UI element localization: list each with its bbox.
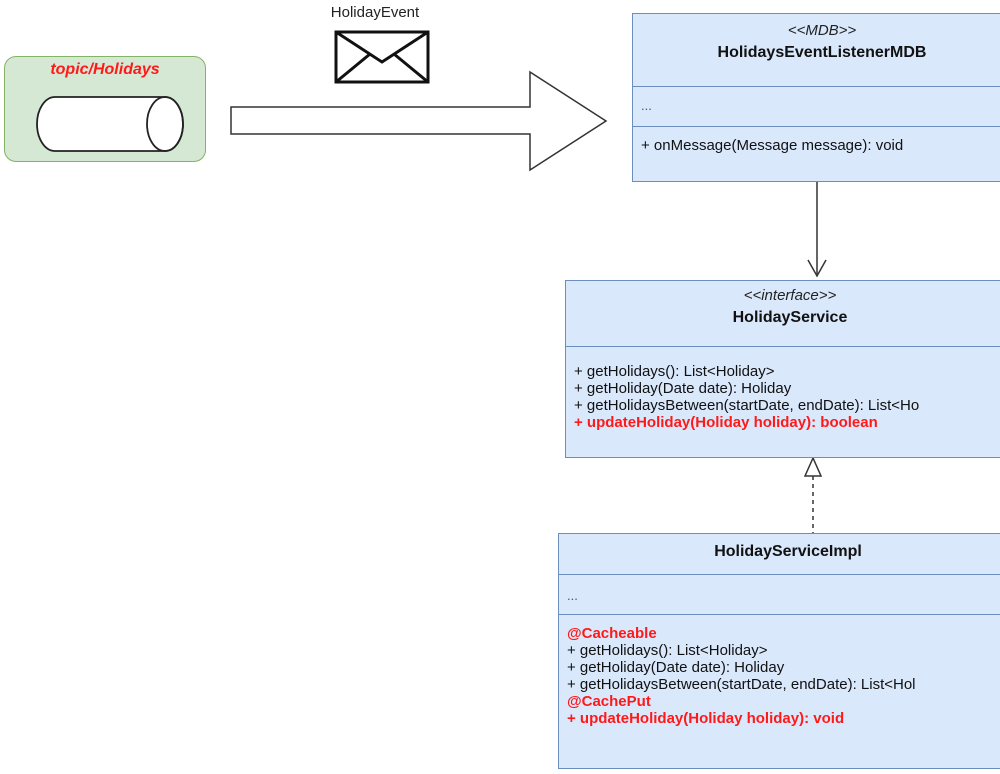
impl-operations: @Cacheable + getHolidays(): List<Holiday… bbox=[559, 614, 1000, 768]
mdb-attributes-ellipsis: ... bbox=[641, 98, 652, 113]
dependency-arrowhead bbox=[807, 259, 827, 278]
topic-label: topic/Holidays bbox=[50, 61, 160, 78]
service-operation-getholiday: + getHoliday(Date date): Holiday bbox=[574, 380, 792, 397]
queue-cylinder-icon bbox=[36, 96, 184, 152]
impl-attributes-ellipsis: ... bbox=[567, 588, 578, 603]
mdb-attributes: ... bbox=[633, 86, 1000, 126]
impl-annotation-cacheable: @Cacheable bbox=[567, 625, 657, 642]
mdb-operation-onmessage: + onMessage(Message message): void bbox=[641, 137, 904, 154]
impl-operation-getholiday: + getHoliday(Date date): Holiday bbox=[567, 659, 785, 676]
service-operation-updateholiday: + updateHoliday(Holiday holiday): boolea… bbox=[574, 414, 878, 431]
mdb-operations: + onMessage(Message message): void bbox=[633, 126, 1000, 181]
service-class-name: HolidayService bbox=[732, 309, 848, 326]
impl-attributes: ... bbox=[559, 574, 1000, 614]
topic-box[interactable]: topic/Holidays bbox=[4, 56, 206, 162]
message-label: HolidayEvent bbox=[330, 4, 420, 21]
envelope-icon bbox=[334, 30, 430, 84]
mdb-header: <<MDB>> HolidaysEventListenerMDB bbox=[633, 14, 1000, 86]
publish-arrow bbox=[230, 70, 608, 172]
mdb-class-name: HolidaysEventListenerMDB bbox=[717, 44, 927, 61]
holiday-service-impl-box[interactable]: HolidayServiceImpl ... @Cacheable + getH… bbox=[558, 533, 1000, 769]
service-header: <<interface>> HolidayService bbox=[566, 281, 1000, 346]
impl-annotation-cacheput: @CachePut bbox=[567, 693, 651, 710]
mdb-class-box[interactable]: <<MDB>> HolidaysEventListenerMDB ... + o… bbox=[632, 13, 1000, 182]
impl-operation-getholidays: + getHolidays(): List<Holiday> bbox=[567, 642, 768, 659]
impl-class-name: HolidayServiceImpl bbox=[714, 543, 862, 560]
mdb-stereotype: <<MDB>> bbox=[787, 22, 857, 39]
service-stereotype: <<interface>> bbox=[743, 287, 837, 304]
realization-arrowhead bbox=[803, 456, 823, 477]
holiday-service-interface-box[interactable]: <<interface>> HolidayService + getHolida… bbox=[565, 280, 1000, 458]
impl-header: HolidayServiceImpl bbox=[559, 534, 1000, 574]
service-operation-getholidaysbetween: + getHolidaysBetween(startDate, endDate)… bbox=[574, 397, 920, 414]
service-operation-getholidays: + getHolidays(): List<Holiday> bbox=[574, 363, 775, 380]
impl-operation-updateholiday: + updateHoliday(Holiday holiday): void bbox=[567, 710, 845, 727]
impl-operation-getholidaysbetween: + getHolidaysBetween(startDate, endDate)… bbox=[567, 676, 916, 693]
service-operations: + getHolidays(): List<Holiday> + getHoli… bbox=[566, 346, 1000, 457]
